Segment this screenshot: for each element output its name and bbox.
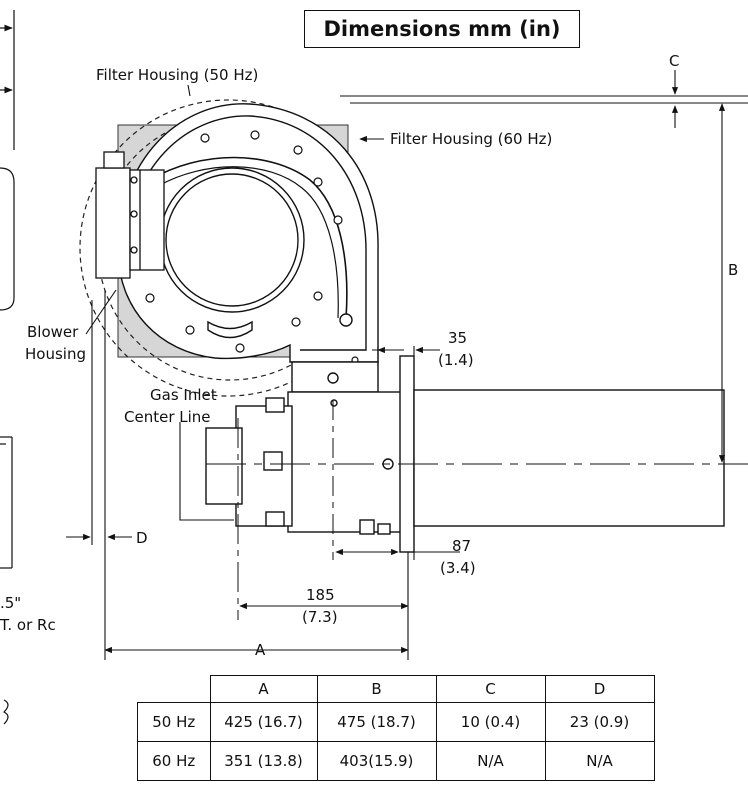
row-label: 50 Hz xyxy=(137,702,211,742)
burner-body xyxy=(205,355,725,553)
table-header-row: A B C D xyxy=(137,675,655,703)
table-cell: 351 (13.8) xyxy=(209,741,318,781)
table-cell: 23 (0.9) xyxy=(544,702,655,742)
motor-box xyxy=(95,151,165,279)
table-cell: N/A xyxy=(435,741,546,781)
table-cell: 475 (18.7) xyxy=(316,702,437,742)
dim-87-mm: 87 xyxy=(452,537,471,555)
table-cell: N/A xyxy=(544,741,655,781)
column-header: C xyxy=(435,675,546,703)
row-label: 60 Hz xyxy=(137,741,211,781)
blower-label-line2: Housing xyxy=(25,345,86,363)
dimensions-table: A B C D 50 Hz 425 (16.7) 475 (18.7) 10 (… xyxy=(137,675,655,781)
table-row: 60 Hz 351 (13.8) 403(15.9) N/A N/A xyxy=(137,741,655,781)
dim-185-mm: 185 xyxy=(306,586,335,604)
blower-housing xyxy=(117,103,379,363)
cut-label-line2: T. or Rc xyxy=(0,616,56,634)
center-lines xyxy=(206,400,748,620)
dim-35-in: (1.4) xyxy=(438,351,474,369)
dim-a-label: A xyxy=(255,641,266,659)
column-header: D xyxy=(544,675,655,703)
filter-housing-60hz-label: Filter Housing (60 Hz) xyxy=(390,130,552,148)
title-box: Dimensions mm (in) xyxy=(304,10,580,48)
dim-35-mm: 35 xyxy=(448,329,467,347)
page-title: Dimensions mm (in) xyxy=(323,17,561,41)
dim-d-label: D xyxy=(136,529,148,547)
column-header: B xyxy=(316,675,437,703)
dim-185-in: (7.3) xyxy=(302,608,338,626)
filter-housing-50hz-label: Filter Housing (50 Hz) xyxy=(96,66,258,84)
dimension-lines xyxy=(66,70,748,660)
table-cell: 10 (0.4) xyxy=(435,702,546,742)
dim-c-label: C xyxy=(669,52,679,70)
cut-glyph xyxy=(2,699,9,725)
gas-inlet-label-line2: Center Line xyxy=(124,408,211,426)
column-header: A xyxy=(209,675,318,703)
cut-label-line1: .5" xyxy=(0,594,21,612)
table-cell: 425 (16.7) xyxy=(209,702,318,742)
gas-inlet-label-line1: Gas Inlet xyxy=(150,386,217,404)
dim-b-label: B xyxy=(728,261,738,279)
blower-label-line1: Blower xyxy=(27,323,79,341)
table-cell: 403(15.9) xyxy=(316,741,437,781)
table-row: 50 Hz 425 (16.7) 475 (18.7) 10 (0.4) 23 … xyxy=(137,702,655,742)
left-edge-fragments xyxy=(0,10,15,569)
dim-87-in: (3.4) xyxy=(440,559,476,577)
